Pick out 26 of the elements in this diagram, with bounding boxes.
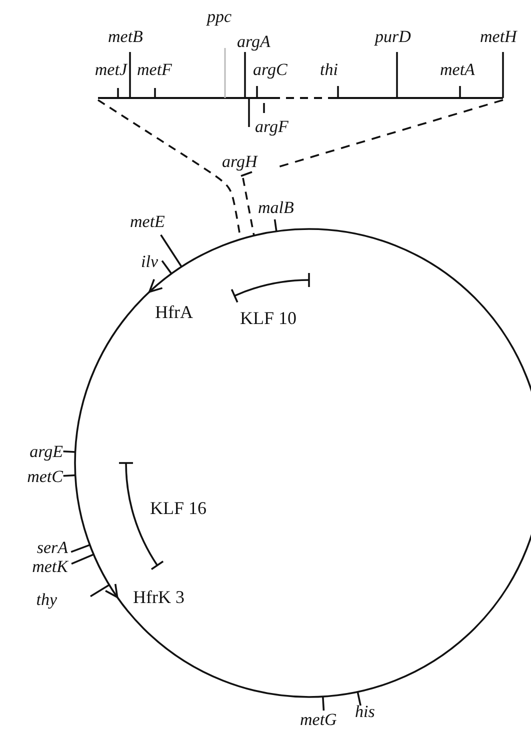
gene-label: argE: [30, 442, 63, 462]
gene-label: argF: [255, 117, 288, 137]
gene-label: metB: [108, 27, 143, 47]
episome-label: KLF 10: [240, 308, 297, 328]
gene-label: metH: [480, 27, 517, 47]
gene-label: argA: [237, 32, 270, 52]
gene-label: metG: [300, 710, 337, 730]
gene-label: metJ: [94, 60, 127, 80]
gene-label: thy: [36, 590, 57, 610]
gene-label: serA: [36, 538, 68, 558]
gene-label: argC: [253, 60, 288, 80]
gene-label: argH: [222, 152, 258, 172]
gene-label: ppc: [207, 7, 232, 27]
episome-label: KLF 16: [150, 498, 207, 518]
gene-label: metE: [130, 212, 165, 232]
gene-label: malB: [258, 198, 294, 218]
gene-label: metF: [137, 60, 172, 80]
gene-label: ilv: [141, 252, 158, 272]
gene-label: metC: [27, 467, 63, 487]
gene-label: his: [355, 702, 375, 722]
hfr-strain-label: HfrA: [155, 302, 193, 322]
gene-label: purD: [375, 27, 411, 47]
hfr-strain-label: HfrK 3: [133, 587, 184, 607]
gene-label: thi: [320, 60, 338, 80]
gene-label: metA: [440, 60, 475, 80]
gene-label: metK: [32, 557, 68, 577]
